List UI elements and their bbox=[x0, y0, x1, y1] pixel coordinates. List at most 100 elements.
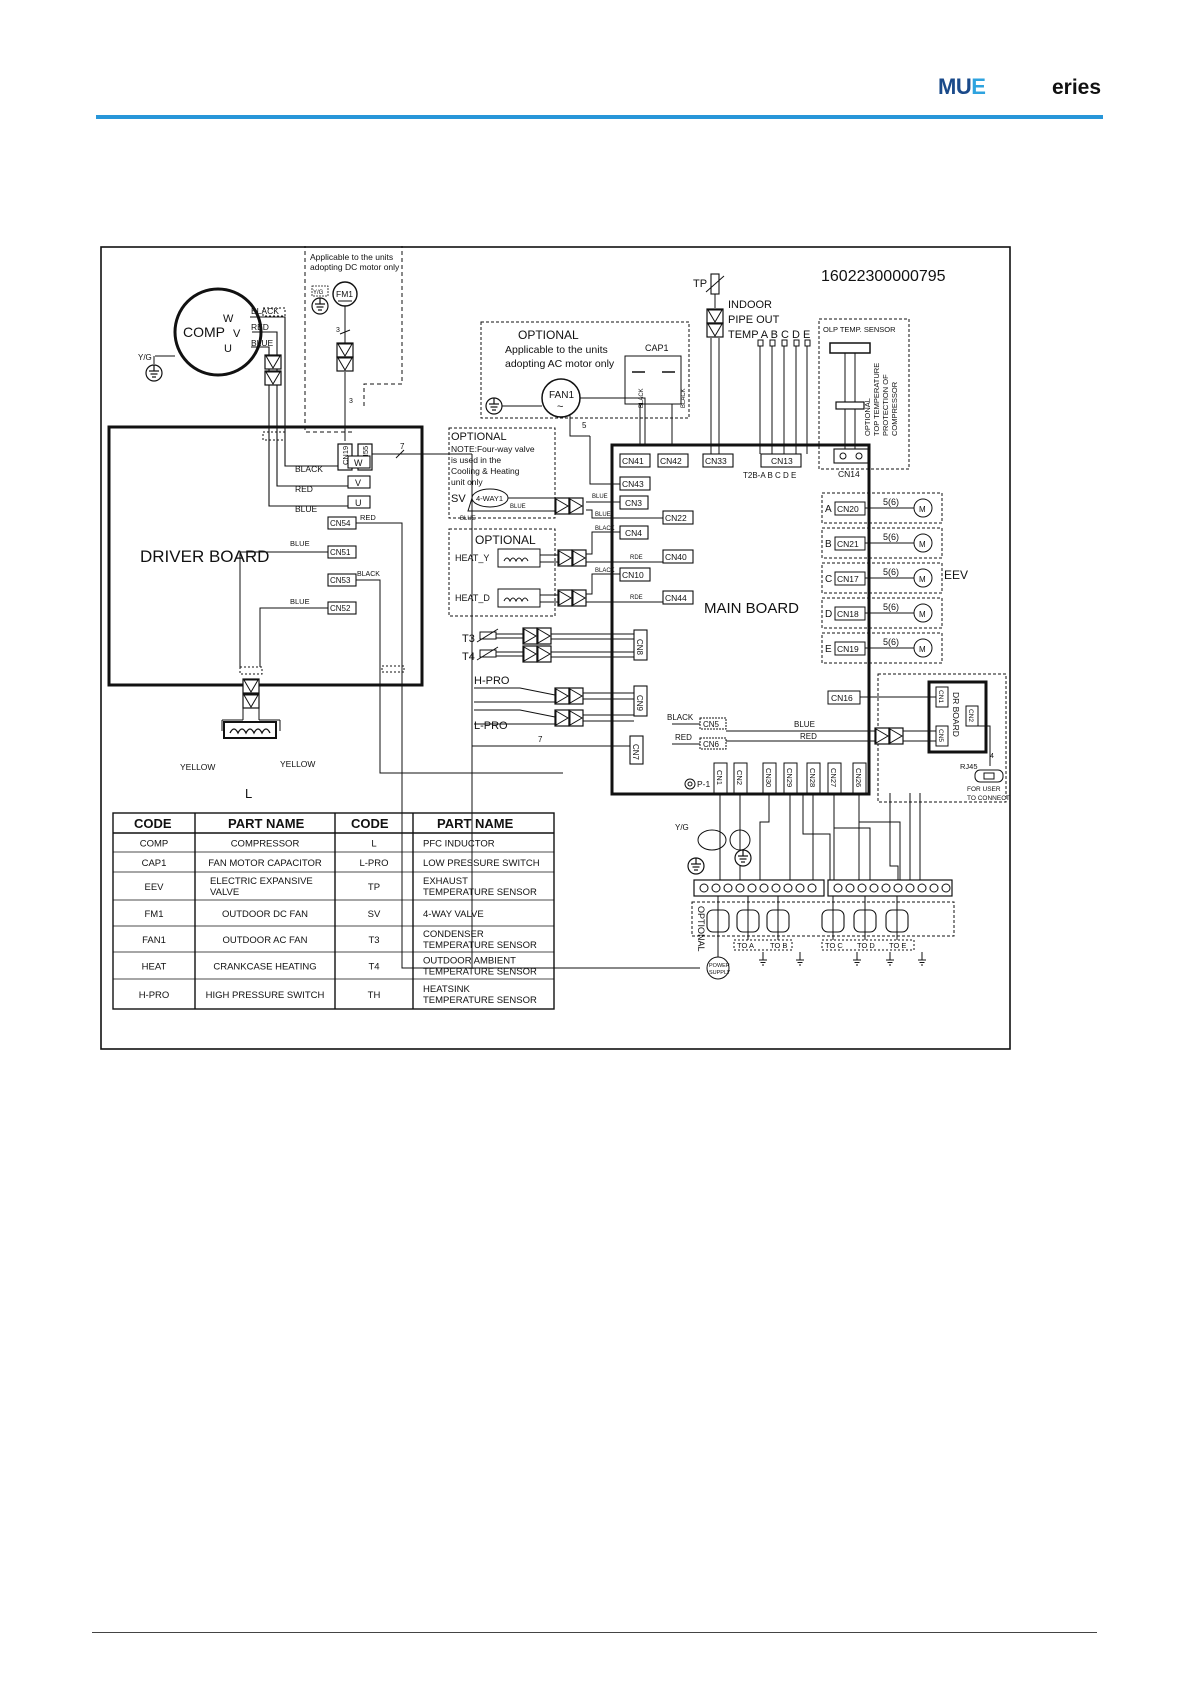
eev-d-letter: D bbox=[825, 609, 832, 620]
legend-part: COMPRESSOR bbox=[231, 839, 300, 850]
ac-wire-count: 5 bbox=[582, 421, 587, 430]
t3-connector-icon bbox=[536, 627, 552, 645]
comp-ground-icon bbox=[145, 364, 163, 382]
to-e-label: TO E bbox=[889, 941, 906, 950]
comm-wire-blue: BLUE bbox=[794, 720, 815, 729]
bottom-ground-icon bbox=[687, 857, 705, 875]
indoor-label-2: PIPE OUT bbox=[728, 314, 780, 326]
to-connect-label: TO CONNECT bbox=[967, 795, 1010, 802]
main-bottom-connectors: P-1 CN1 CN2 CN30 CN29 CN28 CN27 CN26 bbox=[684, 762, 867, 794]
sv-note-2: is used in the bbox=[451, 455, 501, 465]
terminal-block-2 bbox=[827, 879, 953, 897]
legend-header-part: PART NAME bbox=[228, 816, 305, 831]
brand-mu: MU bbox=[938, 74, 972, 99]
lpro-connector-icon bbox=[568, 709, 584, 727]
legend-code: EEV bbox=[144, 882, 164, 893]
dr-board-label: DR BOARD bbox=[951, 692, 961, 737]
olp-label: OLP TEMP. SENSOR bbox=[823, 325, 896, 334]
indoor-label-3: TEMP A B C D E bbox=[728, 329, 810, 341]
ac-note-1: Applicable to the units bbox=[505, 344, 608, 356]
fm1-ground-icon bbox=[311, 297, 329, 315]
sv-connector-icon bbox=[554, 497, 570, 515]
legend-part-2: EXHAUST bbox=[423, 876, 468, 887]
eev-row: E CN19 5(6) M bbox=[821, 632, 943, 664]
eev-b-letter: B bbox=[825, 539, 832, 550]
eev-e-wires: 5(6) bbox=[883, 637, 899, 647]
main-board-label: MAIN BOARD bbox=[704, 600, 799, 617]
eev-d-cn: CN18 bbox=[837, 609, 859, 619]
ac-wires bbox=[589, 404, 673, 485]
cn9-label: CN9 bbox=[635, 695, 644, 712]
cn6-box bbox=[699, 737, 727, 750]
legend-part-2: TEMPERATURE SENSOR bbox=[423, 887, 537, 898]
left-wires bbox=[471, 454, 663, 968]
wl-6: RDE bbox=[630, 595, 643, 601]
cn27-label: CN27 bbox=[829, 768, 838, 787]
olp-vertical-3: PROTECTION OF bbox=[881, 374, 890, 436]
fan1-label: FAN1 bbox=[549, 390, 574, 401]
olp-vertical-2: TOP TEMPERATURE bbox=[872, 363, 881, 436]
lpro-connector-icon bbox=[554, 709, 570, 727]
heat-d-connector-icon bbox=[557, 589, 573, 607]
eev-c-letter: C bbox=[825, 574, 832, 585]
cn44-label: CN44 bbox=[665, 593, 687, 603]
cn53-label: CN53 bbox=[330, 576, 351, 585]
inductor-yellow-right: YELLOW bbox=[280, 759, 315, 769]
p1-label: P-1 bbox=[697, 779, 711, 789]
t4-connector-icon bbox=[536, 645, 552, 663]
fm1-yg: Y/G bbox=[313, 290, 324, 296]
comp-wire-red: RED bbox=[251, 322, 269, 332]
eev-a-motor: M bbox=[919, 505, 926, 514]
cn54-wire-red: RED bbox=[360, 513, 376, 522]
cap1-wire-black2: BLACK bbox=[681, 388, 687, 408]
eev-c-wires: 5(6) bbox=[883, 567, 899, 577]
header-rule bbox=[96, 115, 1103, 119]
cn16-label: CN16 bbox=[831, 693, 853, 703]
olp-vertical-4: COMPRESSOR bbox=[890, 381, 899, 436]
cn51-wire-blue: BLUE bbox=[290, 539, 310, 548]
cn13-label: CN13 bbox=[771, 456, 793, 466]
eev-a-cn: CN20 bbox=[837, 504, 859, 514]
legend-header-part-2: PART NAME bbox=[437, 816, 514, 831]
cn28-label: CN28 bbox=[808, 768, 817, 787]
legend-part-2: HEATSINK bbox=[423, 984, 470, 995]
lpro-label: L-PRO bbox=[474, 720, 508, 732]
footer-rule bbox=[92, 1632, 1097, 1633]
legend-part: OUTDOOR DC FAN bbox=[222, 909, 308, 920]
wl-1: BLUE bbox=[592, 494, 608, 500]
legend-code-2: TH bbox=[368, 990, 381, 1001]
sv-connector-icon bbox=[568, 497, 584, 515]
cn52-wire-blue: BLUE bbox=[290, 597, 310, 606]
cn6-label: CN6 bbox=[703, 740, 720, 749]
t3-connector-icon bbox=[522, 627, 538, 645]
to-c-label: TO C bbox=[825, 941, 843, 950]
to-d-label: TO D bbox=[857, 941, 875, 950]
w-wire-black: BLACK bbox=[295, 464, 323, 474]
optional-vertical-label: OPTIONAL bbox=[696, 906, 706, 952]
olp-sensor: OLP TEMP. SENSOR CN14 OPTIONAL TOP TEMPE… bbox=[818, 318, 910, 479]
for-user-label: FOR USER bbox=[967, 786, 1001, 793]
fm1-connector-icon bbox=[336, 342, 354, 358]
driver-uvw: W V U BLACK RED BLUE bbox=[295, 455, 371, 514]
comp-wire-blue: BLUE bbox=[251, 338, 274, 348]
dr-cn1-label: CN1 bbox=[937, 690, 944, 703]
t4-label: T4 bbox=[462, 651, 475, 663]
comp-wire-black: BLACK bbox=[251, 306, 279, 316]
cn3-label: CN3 bbox=[625, 498, 642, 508]
legend-code-2: L bbox=[371, 839, 376, 850]
eev-e-motor: M bbox=[919, 645, 926, 654]
fm1-connector-icon bbox=[336, 356, 354, 372]
comm-connector-icon bbox=[874, 727, 890, 745]
ac-fan-optional: OPTIONAL Applicable to the units adoptin… bbox=[480, 321, 690, 444]
sv-wire-blue: BLUE bbox=[510, 504, 526, 510]
wire-color-labels: BLUE BLUE BLACK RDE BLACK RDE 7 bbox=[538, 494, 643, 744]
cn29-label: CN29 bbox=[785, 768, 794, 787]
inductor-label: L bbox=[245, 786, 252, 801]
brand-e: E bbox=[971, 74, 986, 99]
comp-connector-icon bbox=[264, 370, 282, 386]
t2b-label: T2B-A B C D E bbox=[743, 471, 796, 480]
legend-part-2: CONDENSER bbox=[423, 929, 484, 940]
power-supply-2: SUPPLY bbox=[709, 970, 731, 976]
wl-2: BLUE bbox=[595, 512, 611, 518]
